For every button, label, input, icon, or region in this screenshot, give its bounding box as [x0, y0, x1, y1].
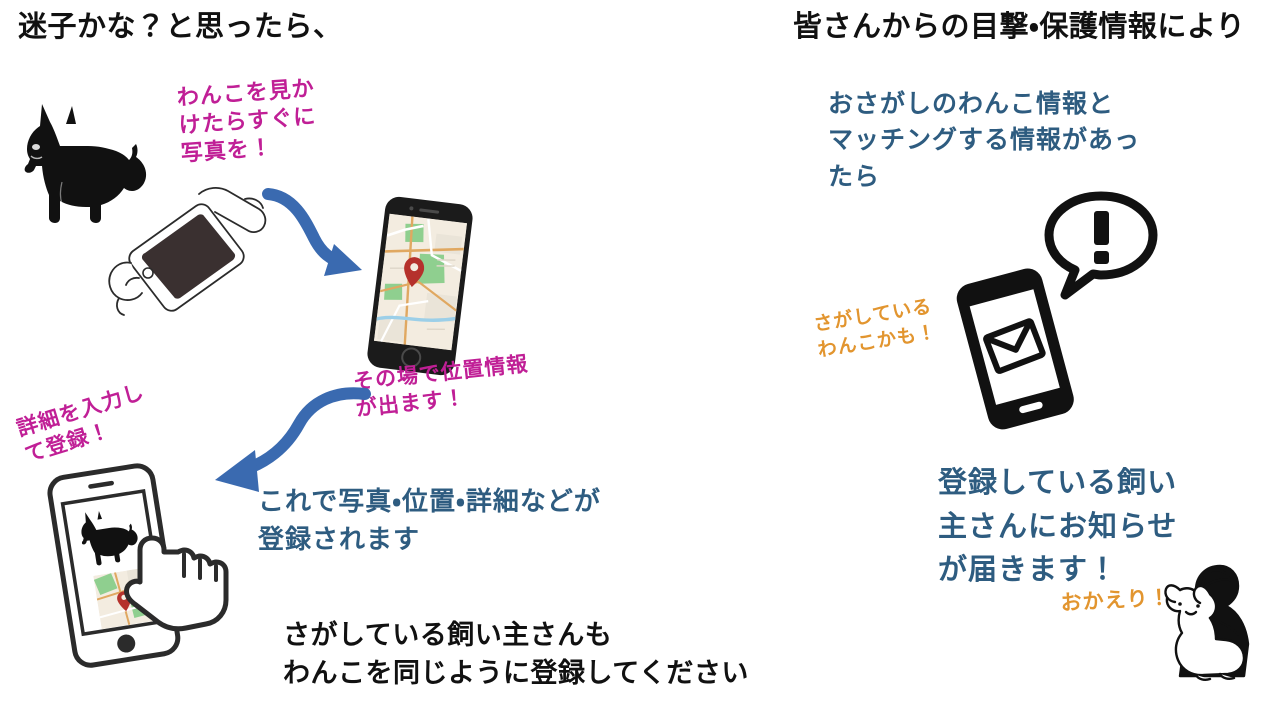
caption-owner-prompt: さがしている飼い主さんも わんこを同じように登録してください: [283, 620, 749, 689]
curved-arrow-down-right-icon: [258, 182, 383, 287]
caption-detail-note: 詳細を入力し て登録！: [14, 380, 148, 467]
pointing-hand-icon: [124, 535, 229, 632]
hand-holding-phone-icon: [95, 185, 285, 316]
person-hugging-dog-icon: [1158, 548, 1278, 683]
phone-dog-tap-icon: [40, 460, 240, 670]
caption-match-info: おさがしのわんこ情報と マッチングする情報があっ たら: [828, 90, 1141, 191]
page-title-right: 皆さんからの目撃・保護情報により: [793, 11, 1246, 43]
dog-silhouette-icon: [16, 100, 166, 230]
page-title-left: 迷子かな？と思ったら、: [18, 11, 343, 43]
caption-photo-note: わんこを見か けたらすぐに 写真を！: [176, 75, 318, 167]
phone-map-icon: [358, 196, 483, 376]
curved-arrow-down-left-icon: [185, 387, 375, 513]
caption-registered: これで写真・位置・詳細などが 登録されます: [258, 486, 601, 554]
caption-welcome-back: おかえり！: [1060, 586, 1172, 615]
phone-envelope-icon: [955, 268, 1075, 430]
caption-notify: 登録している飼い 主さんにお知らせ が届きます！: [938, 467, 1178, 586]
map-pin-icon: [404, 257, 425, 288]
exclamation-speech-bubble-icon: [1043, 190, 1163, 305]
envelope-icon: [983, 318, 1046, 374]
caption-maybe-note: さがしている わんこかも！: [812, 296, 939, 362]
